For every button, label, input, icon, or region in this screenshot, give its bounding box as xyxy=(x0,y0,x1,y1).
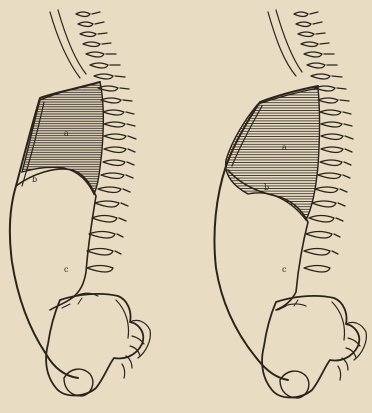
panel-left: a b c xyxy=(10,10,150,396)
pelvis-right xyxy=(262,296,366,398)
panel-right: a b c xyxy=(214,10,366,398)
upper-vessel-left-line xyxy=(50,12,80,78)
label-c-left: c xyxy=(64,265,69,274)
upper-vessel-left-line xyxy=(268,12,296,76)
hatched-lung-region xyxy=(226,88,320,220)
upper-vessel-right-line xyxy=(58,10,86,74)
label-c-right: c xyxy=(282,265,287,274)
diaphragm-outline xyxy=(16,169,96,310)
label-b-left: b xyxy=(32,175,37,184)
label-b-right: b xyxy=(264,183,269,192)
upper-vessel-right-line xyxy=(276,10,302,72)
pelvis-left xyxy=(46,294,150,396)
obturator-foramen-right xyxy=(280,371,309,398)
label-a-left: a xyxy=(64,129,69,138)
obturator-foramen-left xyxy=(64,369,93,396)
label-a-right: a xyxy=(282,143,287,152)
